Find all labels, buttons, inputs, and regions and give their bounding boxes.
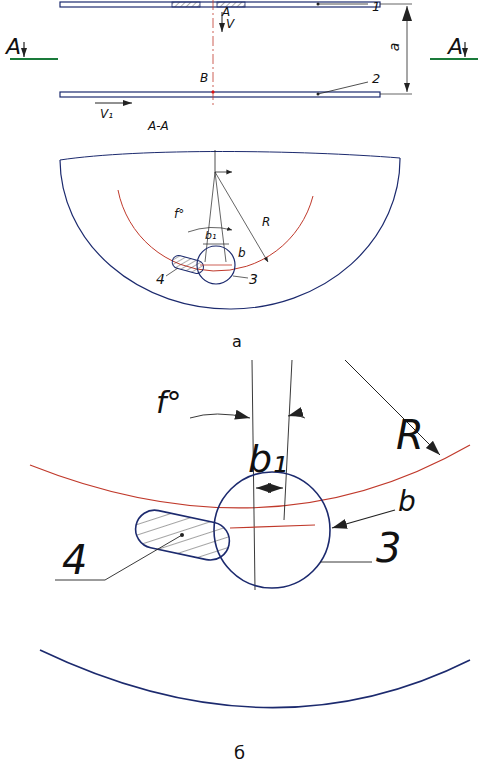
dimension-label: a — [387, 43, 401, 52]
angle-label: f° — [156, 388, 182, 418]
callout-number: 2 — [372, 72, 380, 85]
dimension-label: R — [396, 415, 424, 455]
dimension-label: b — [238, 247, 246, 259]
callout-number: 3 — [249, 272, 258, 286]
section-mark: A — [448, 36, 463, 58]
view-caption: б — [234, 744, 245, 762]
section-mark: A — [6, 36, 21, 58]
callout-number: 1 — [372, 0, 380, 13]
view-caption: а — [232, 334, 242, 350]
velocity-label: V — [226, 18, 234, 30]
velocity-label: V₁ — [100, 108, 113, 120]
dimension-label: R — [262, 216, 270, 228]
point-label: A — [222, 6, 230, 18]
point-label: B — [200, 72, 208, 84]
callout-number: 4 — [156, 272, 165, 286]
section-title: A-A — [148, 120, 169, 132]
callout-number: 4 — [62, 540, 87, 580]
angle-label: f° — [174, 208, 184, 220]
dimension-label: b — [398, 488, 416, 516]
dimension-label: b₁ — [248, 440, 287, 478]
callout-number: 3 — [376, 528, 401, 568]
dimension-label: b₁ — [205, 230, 216, 241]
